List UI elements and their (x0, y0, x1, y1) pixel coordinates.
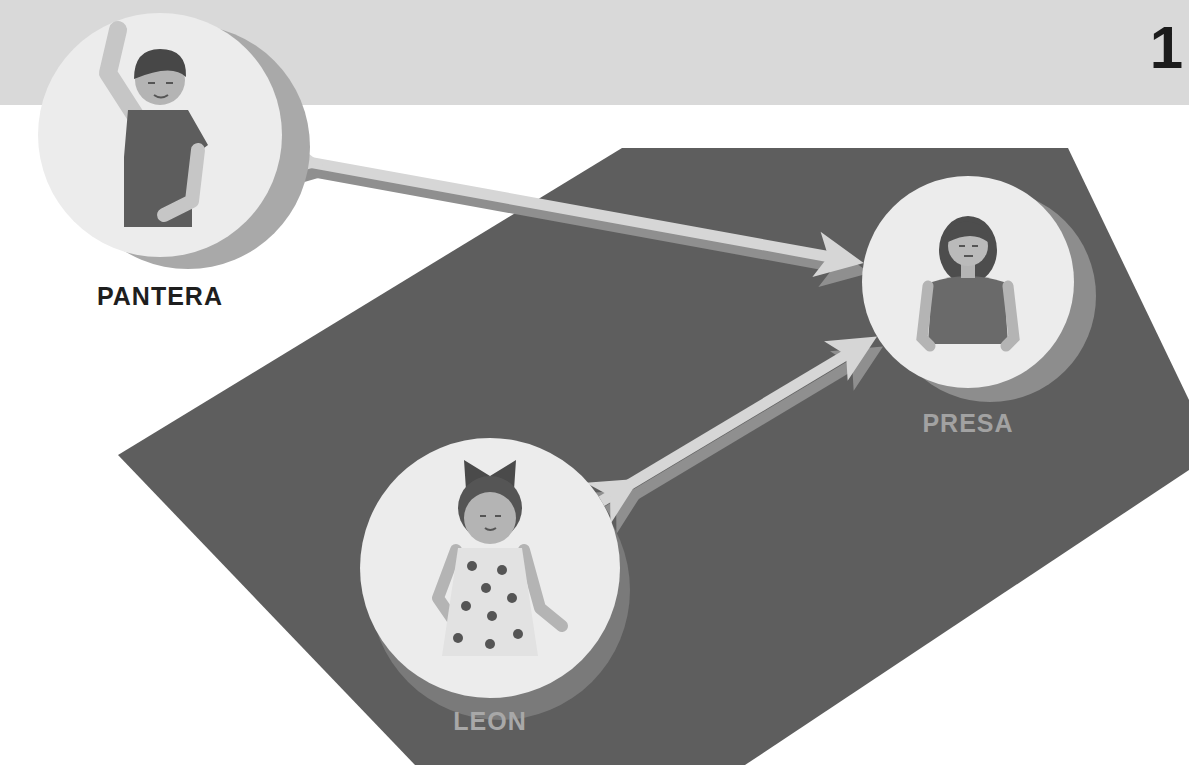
node-circle-shape (862, 176, 1074, 388)
dress-dot (497, 565, 507, 575)
arrow-shadow (278, 143, 870, 288)
shirt (124, 110, 208, 227)
arrow-body (272, 133, 864, 278)
dress-dot (461, 601, 471, 611)
face (148, 83, 173, 98)
arrow-shaft (286, 167, 835, 267)
head (464, 492, 516, 544)
arrow-shadow (592, 346, 883, 533)
dress-dot (507, 593, 517, 603)
arrow-head (812, 232, 863, 277)
top (928, 276, 1008, 344)
hair (134, 49, 186, 79)
fringe (948, 222, 988, 242)
dress-dot (453, 633, 463, 643)
dress-dot (467, 561, 477, 571)
face (959, 246, 978, 256)
circle-outline (38, 13, 282, 257)
raised-arm (108, 30, 135, 115)
arrow-connector (272, 133, 870, 288)
face (480, 516, 501, 530)
ground-polygon (118, 148, 1189, 765)
circle-node: LEON (360, 438, 620, 736)
node-label: PRESA (862, 410, 1074, 438)
node-circle-shape (360, 438, 620, 698)
arrow-head (824, 336, 877, 380)
node-label: LEON (360, 708, 620, 736)
dress-dot (485, 639, 495, 649)
circle-outline (862, 176, 1074, 388)
arrow-body (586, 336, 877, 523)
circle-node: PRESA (862, 176, 1074, 438)
circle-node: PANTERA (38, 13, 282, 311)
dress-dot (513, 629, 523, 639)
dress-dot (481, 583, 491, 593)
figure (438, 460, 562, 656)
hair (939, 216, 997, 284)
circle-outline (360, 438, 620, 698)
callout-number: 1 (1150, 18, 1183, 78)
figure (108, 30, 208, 227)
arrow-shaft (280, 157, 829, 257)
arrow-connector (586, 336, 883, 533)
node-label: PANTERA (38, 283, 282, 311)
node-circle-shape (38, 13, 282, 257)
dress-dot (487, 611, 497, 621)
arms (922, 286, 1014, 346)
figure (922, 216, 1014, 346)
dress (442, 548, 538, 656)
arm (164, 150, 198, 215)
